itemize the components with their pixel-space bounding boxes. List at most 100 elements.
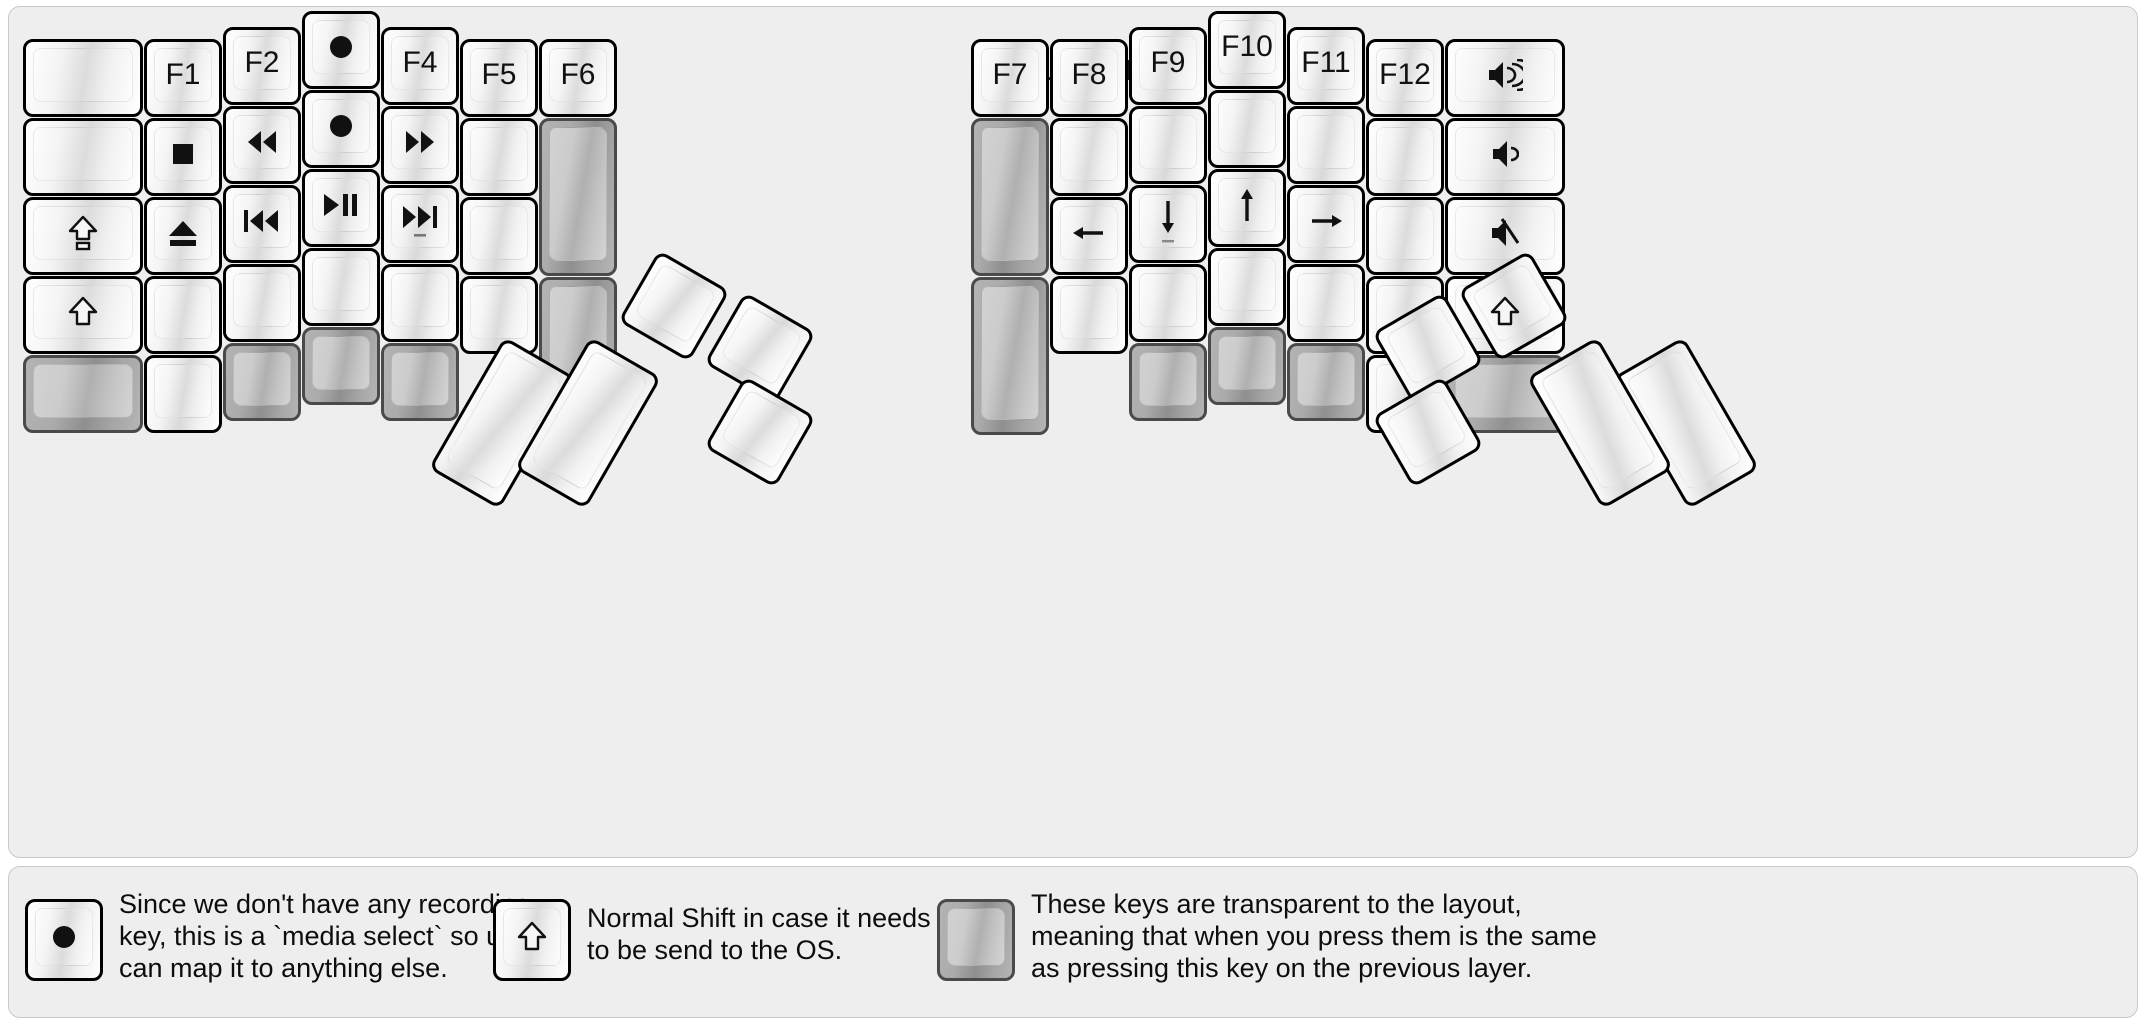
- legend-sample-key-1[interactable]: [25, 899, 103, 981]
- right-index-inner-key-1-f8[interactable]: F8: [1050, 39, 1128, 117]
- left-index-key-3-[interactable]: [381, 185, 459, 263]
- left-pinky-key-3-[interactable]: [144, 197, 222, 275]
- right-index-key-4[interactable]: [1129, 264, 1207, 342]
- left-index-key-5[interactable]: [381, 343, 459, 421]
- key-label: F4: [402, 46, 438, 79]
- left-ring-key-3-[interactable]: [223, 185, 301, 263]
- right-pinky-outer-key-1-[interactable]: [1445, 39, 1565, 117]
- key-label: F5: [481, 58, 517, 91]
- left-index-inner-key-2[interactable]: [460, 118, 538, 196]
- keycap-surface: [1218, 99, 1276, 153]
- shift-icon: [1489, 296, 1521, 328]
- left-pinky-key-4[interactable]: [144, 276, 222, 354]
- keycap-surface: [154, 364, 212, 418]
- right-middle-key-1-f10[interactable]: F10: [1208, 11, 1286, 89]
- left-ring-key-2-[interactable]: [223, 106, 301, 184]
- right-pinky-outer-key-2-[interactable]: [1445, 118, 1565, 196]
- right-inner-key-1-f7[interactable]: F7: [971, 39, 1049, 117]
- right-index-key-2[interactable]: [1129, 106, 1207, 184]
- left-pinky-outer-key-1[interactable]: [23, 39, 143, 117]
- right-pinky-key-3[interactable]: [1366, 197, 1444, 275]
- key-label: F10: [1221, 30, 1273, 63]
- left-index-key-4[interactable]: [381, 264, 459, 342]
- keycap-surface: [391, 273, 449, 327]
- keycap-surface: [312, 336, 370, 390]
- right-ring-key-4[interactable]: [1287, 264, 1365, 342]
- legend-sample-key-2[interactable]: [493, 899, 571, 981]
- media-stop-icon: [169, 140, 197, 168]
- left-index-key-1-f4[interactable]: F4: [381, 27, 459, 105]
- volume-mute-icon: [1490, 217, 1520, 249]
- keycap-surface: [1218, 257, 1276, 311]
- left-pinky-key-5[interactable]: [144, 355, 222, 433]
- left-inner-key-2[interactable]: [539, 118, 617, 276]
- volume-down-icon: [1491, 138, 1519, 170]
- keycap-surface: [233, 352, 291, 406]
- previous-track-icon: [242, 207, 282, 235]
- right-index-inner-key-2[interactable]: [1050, 118, 1128, 196]
- next-track-icon: [400, 203, 440, 239]
- left-thumb-small-3[interactable]: [703, 375, 817, 489]
- left-pinky-key-2-[interactable]: [144, 118, 222, 196]
- left-pinky-outer-key-2[interactable]: [23, 118, 143, 196]
- right-index-key-1-f9[interactable]: F9: [1129, 27, 1207, 105]
- left-middle-key-1-[interactable]: [302, 11, 380, 89]
- right-inner-key-2[interactable]: [971, 118, 1049, 276]
- right-inner-key-3[interactable]: [971, 277, 1049, 435]
- right-middle-key-5[interactable]: [1208, 327, 1286, 405]
- left-pinky-key-1-f1[interactable]: F1: [144, 39, 222, 117]
- keycap-surface: [33, 364, 133, 418]
- left-pinky-outer-key-4-[interactable]: [23, 276, 143, 354]
- fast-forward-icon: [402, 128, 438, 156]
- right-pinky-key-1-f12[interactable]: F12: [1366, 39, 1444, 117]
- key-label: F12: [1379, 58, 1431, 91]
- right-ring-key-1-f11[interactable]: F11: [1287, 27, 1365, 105]
- keycap-surface: [1297, 115, 1355, 169]
- left-pinky-outer-key-3-[interactable]: [23, 197, 143, 275]
- right-index-inner-key-3-[interactable]: [1050, 197, 1128, 275]
- left-ring-key-1-f2[interactable]: F2: [223, 27, 301, 105]
- keycap-surface: [1385, 388, 1468, 471]
- arrow-right-icon: [1308, 207, 1344, 235]
- right-ring-key-5[interactable]: [1287, 343, 1365, 421]
- legend-sample-key-3[interactable]: [937, 899, 1015, 981]
- keycap-surface: [1060, 127, 1118, 181]
- arrow-left-icon: [1071, 219, 1107, 247]
- left-middle-key-4[interactable]: [302, 248, 380, 326]
- left-middle-key-3-[interactable]: [302, 169, 380, 247]
- keycap-surface: [634, 262, 717, 345]
- play-pause-icon: [322, 191, 360, 219]
- right-ring-key-3-[interactable]: [1287, 185, 1365, 263]
- legend-panel: Since we don't have any recording key, t…: [8, 866, 2138, 1018]
- right-ring-key-2[interactable]: [1287, 106, 1365, 184]
- legend-description-3: These keys are transparent to the layout…: [1031, 889, 1597, 983]
- right-index-key-5[interactable]: [1129, 343, 1207, 421]
- right-pinky-key-2[interactable]: [1366, 118, 1444, 196]
- left-index-inner-key-3[interactable]: [460, 197, 538, 275]
- right-middle-key-3-[interactable]: [1208, 169, 1286, 247]
- left-middle-key-2-[interactable]: [302, 90, 380, 168]
- left-index-inner-key-4[interactable]: [460, 276, 538, 354]
- keycap-surface: [1139, 273, 1197, 327]
- rewind-icon: [244, 128, 280, 156]
- left-ring-key-5[interactable]: [223, 343, 301, 421]
- right-index-inner-key-4[interactable]: [1050, 276, 1128, 354]
- left-index-key-2-[interactable]: [381, 106, 459, 184]
- keycap-surface: [720, 388, 803, 471]
- left-ring-key-4[interactable]: [223, 264, 301, 342]
- arrow-down-icon: [1154, 199, 1182, 244]
- right-index-key-3-[interactable]: [1129, 185, 1207, 263]
- arrow-up-icon: [1233, 187, 1261, 223]
- keycap-surface: [391, 352, 449, 406]
- right-middle-key-2[interactable]: [1208, 90, 1286, 168]
- key-label: F11: [1301, 46, 1351, 79]
- left-index-inner-key-1-f5[interactable]: F5: [460, 39, 538, 117]
- left-inner-key-1-f6[interactable]: F6: [539, 39, 617, 117]
- keycap-surface: [470, 127, 528, 181]
- left-middle-key-5[interactable]: [302, 327, 380, 405]
- keycap-surface: [154, 285, 212, 339]
- left-pinky-outer-key-5[interactable]: [23, 355, 143, 433]
- right-middle-key-4[interactable]: [1208, 248, 1286, 326]
- record-icon: [326, 111, 356, 141]
